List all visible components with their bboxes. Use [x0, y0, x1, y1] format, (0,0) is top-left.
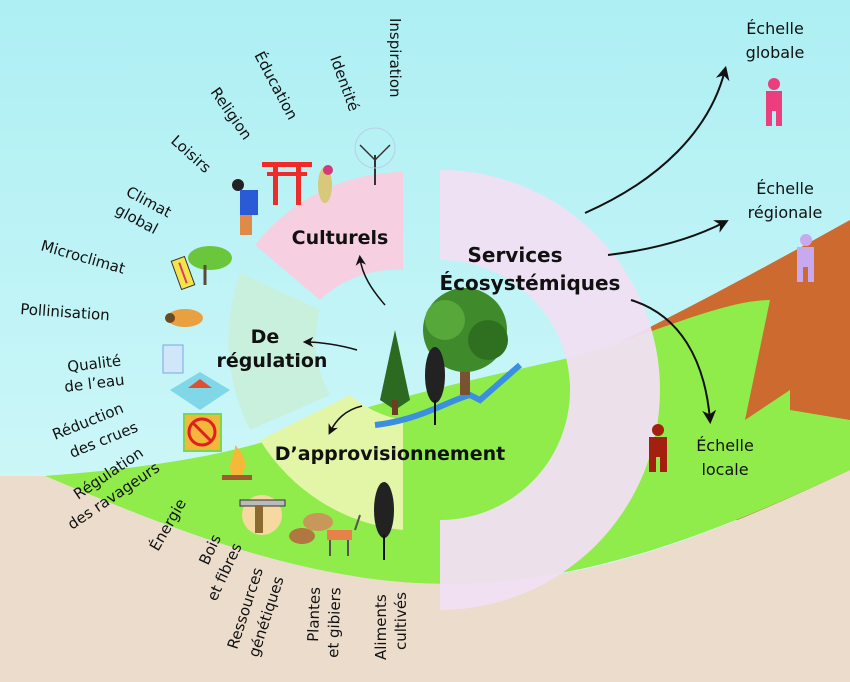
label-aliments: Aliments [372, 594, 390, 660]
label-cultives: cultivés [392, 592, 410, 650]
torii-gate-icon [262, 162, 312, 205]
mushrooms-icon [289, 513, 333, 544]
arrow-to-regulation [302, 336, 358, 351]
scale-local-line1: Échelle [696, 436, 754, 455]
river [374, 362, 522, 428]
forest-icon [380, 288, 508, 425]
saw-and-wood-icon [239, 495, 286, 535]
category-regulation-line2: régulation [217, 350, 328, 372]
scale-regional-line2: régionale [748, 203, 823, 222]
scale-local-line2: locale [701, 460, 748, 479]
arrow-to-provisioning [328, 405, 363, 435]
thermometer-icon [170, 255, 196, 291]
arrow-to-regional-scale [607, 220, 729, 256]
category-cultural: Culturels [292, 227, 389, 249]
person-regional-icon [797, 234, 814, 282]
scale-global-line1: Échelle [746, 19, 804, 38]
center-title-line1: Services [467, 243, 562, 267]
provisioning-segment [260, 395, 403, 530]
label-inspiration: Inspiration [386, 18, 404, 98]
arrow-to-cultural [355, 254, 386, 306]
hummingbird-icon [318, 165, 333, 203]
no-pest-sign-icon [183, 413, 222, 452]
ground [0, 470, 850, 682]
center-title-line2: Écosystémiques [440, 271, 621, 295]
outer-ring-segment [440, 170, 660, 610]
label-plantes: Plantes [304, 587, 324, 643]
deer-icon [327, 514, 361, 556]
tree-icon [354, 127, 396, 185]
wheat-icon [374, 482, 394, 560]
water-glass-icon [162, 344, 184, 374]
regulation-segment [228, 273, 330, 430]
person-local-icon [649, 424, 667, 472]
banyan-tree-icon [188, 246, 232, 285]
arrow-to-global-scale [584, 65, 730, 214]
category-provisioning: D’approvisionnement [275, 443, 505, 465]
flooded-house-icon [170, 372, 230, 410]
cultural-segment [255, 172, 403, 300]
scale-regional-line1: Échelle [756, 179, 814, 198]
label-et-gibiers: et gibiers [324, 587, 344, 658]
campfire-icon [222, 445, 252, 480]
bee-icon [165, 309, 203, 327]
arrow-to-local-scale [630, 299, 717, 425]
person-global-icon [766, 78, 782, 126]
hiker-icon [232, 179, 258, 235]
category-regulation-line1: De [251, 326, 280, 348]
scale-global-line2: globale [746, 43, 805, 62]
